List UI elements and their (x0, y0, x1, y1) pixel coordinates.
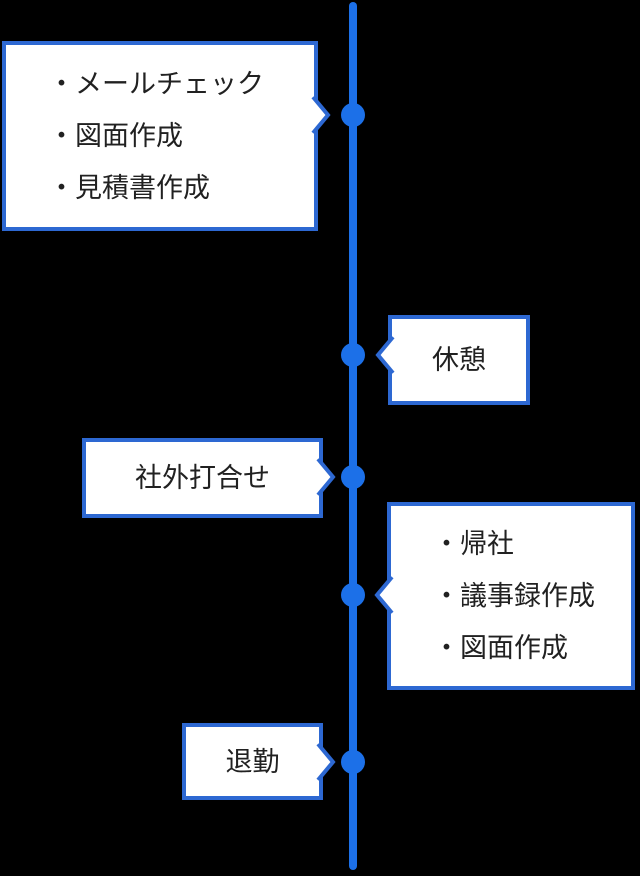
timeline-dot-break (341, 343, 365, 367)
callout-tail-left-icon (375, 335, 395, 375)
callout-label: 退勤 (225, 746, 280, 777)
timeline-dot-afternoon (341, 583, 365, 607)
task-item: ・帰社 (433, 529, 514, 559)
task-item: ・図面作成 (48, 121, 183, 151)
callout-external-meeting: 社外打合せ (82, 438, 336, 518)
callout-label: 休憩 (432, 345, 486, 375)
timeline-dot-clock-out (341, 750, 365, 774)
task-item: ・メールチェック (48, 69, 264, 99)
callout-morning-tasks: ・メールチェック ・図面作成 ・見積書作成 (2, 41, 331, 231)
callout-tail-right-icon (311, 95, 331, 135)
callout-tail-right-icon (316, 742, 336, 782)
task-item: ・図面作成 (433, 633, 568, 663)
callout-afternoon-tasks: ・帰社 ・議事録作成 ・図面作成 (374, 502, 635, 690)
task-item: ・見積書作成 (48, 173, 210, 203)
callout-clock-out: 退勤 (182, 723, 336, 800)
timeline-line (349, 2, 357, 870)
timeline-dot-external-meeting (341, 465, 365, 489)
timeline-dot-morning (341, 103, 365, 127)
callout-tail-left-icon (374, 575, 394, 615)
callout-tail-right-icon (316, 457, 336, 497)
task-item: ・議事録作成 (433, 581, 595, 611)
callout-break: 休憩 (375, 315, 530, 405)
callout-label: 社外打合せ (135, 463, 270, 493)
